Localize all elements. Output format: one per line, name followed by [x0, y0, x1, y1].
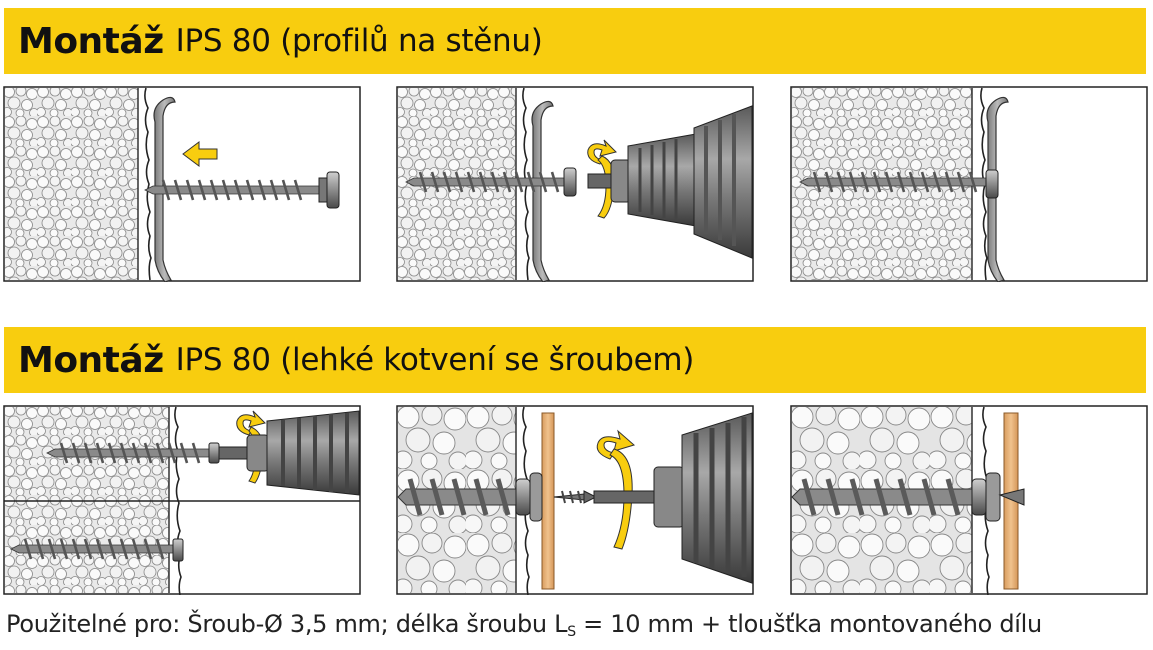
screw: [397, 472, 598, 522]
step-6-panel: [790, 405, 1148, 595]
section-2-title-rest: IPS 80 (lehké kotvení se šroubem): [175, 342, 695, 378]
footer-subscript: S: [567, 624, 576, 640]
section-2-banner: Montáž IPS 80 (lehké kotvení se šroubem): [4, 327, 1146, 393]
step-5-panel: [396, 405, 754, 595]
section-2-title-bold: Montáž: [18, 339, 164, 381]
screw: [791, 472, 1025, 522]
screw: [405, 167, 577, 197]
step-1-panel: [3, 86, 361, 282]
drill: [218, 410, 360, 496]
screw: [144, 171, 340, 209]
screw: [10, 538, 184, 562]
footer-note: Použitelné pro: Šroub-Ø 3,5 mm; délka šr…: [6, 610, 1042, 640]
drill: [593, 412, 753, 584]
step-2-panel: [396, 86, 754, 282]
insulation-pattern: [5, 407, 169, 593]
footer-text-a: Použitelné pro: Šroub-Ø 3,5 mm; délka šr…: [6, 610, 568, 638]
rotation-arrow: [596, 429, 636, 550]
profile-bracket: [153, 96, 176, 282]
section-1-banner: Montáž IPS 80 (profilů na stěnu): [4, 8, 1146, 74]
screw: [799, 169, 999, 199]
drill: [587, 105, 753, 259]
direction-arrow: [182, 141, 218, 167]
step-3-panel: [790, 86, 1148, 282]
footer-text-b: = 10 mm + tloušťka montovaného dílu: [575, 610, 1042, 638]
section-1-title-bold: Montáž: [18, 20, 164, 62]
section-1-title-rest: IPS 80 (profilů na stěnu): [175, 23, 543, 59]
step-4-panel: [3, 405, 361, 595]
screw: [46, 442, 220, 464]
profile-bracket: [531, 100, 554, 282]
profile-bracket: [986, 96, 1009, 282]
wood-batten: [541, 412, 555, 590]
insulation-pattern: [5, 88, 138, 280]
